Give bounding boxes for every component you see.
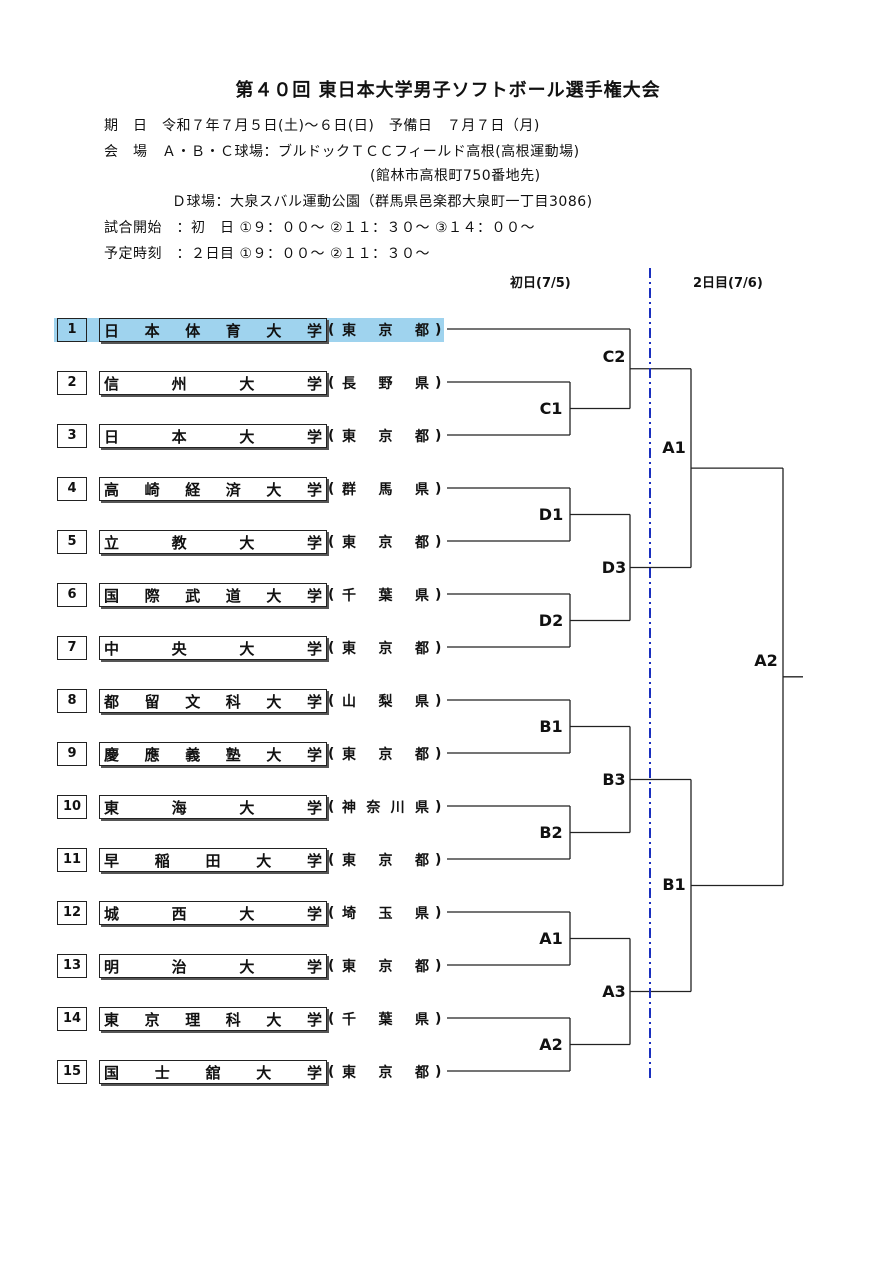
team-name: 立教大学: [99, 530, 327, 554]
team-prefecture: (山梨県): [328, 693, 442, 710]
team-number: 4: [57, 477, 87, 501]
team-name: 高崎経済大学: [99, 477, 327, 501]
team-name: 早稲田大学: [99, 848, 327, 872]
team-name: 城西大学: [99, 901, 327, 925]
team-prefecture: (東京都): [328, 958, 442, 975]
info-venue: 会 場 Ａ・Ｂ・Ｃ球場：ブルドックＴＣＣフィールド高根(高根運動場): [104, 144, 580, 160]
team-name: 東海大学: [99, 795, 327, 819]
team-prefecture: (埼玉県): [328, 905, 442, 922]
team-number: 14: [57, 1007, 87, 1031]
team-prefecture: (東京都): [328, 640, 442, 657]
team-prefecture: (東京都): [328, 746, 442, 763]
team-name: 中央大学: [99, 636, 327, 660]
match-label-d2: D2: [538, 611, 564, 630]
team-prefecture: (東京都): [328, 534, 442, 551]
team-name: 東京理科大学: [99, 1007, 327, 1031]
match-label-c2: C2: [602, 347, 626, 366]
team-name: 国際武道大学: [99, 583, 327, 607]
team-name: 信州大学: [99, 371, 327, 395]
team-prefecture: (東京都): [328, 428, 442, 445]
info-venue-address: (館林市高根町750番地先): [370, 168, 541, 184]
team-name: 明治大学: [99, 954, 327, 978]
team-prefecture: (長野県): [328, 375, 442, 392]
match-label-r2-a1: A1: [662, 438, 686, 457]
team-number: 8: [57, 689, 87, 713]
match-label-r2-b1: B1: [662, 875, 686, 894]
team-name: 日本大学: [99, 424, 327, 448]
team-name: 国士舘大学: [99, 1060, 327, 1084]
team-number: 15: [57, 1060, 87, 1084]
match-label-b1: B1: [539, 717, 563, 736]
match-label-b3: B3: [602, 770, 626, 789]
team-number: 6: [57, 583, 87, 607]
team-highlight: [54, 318, 444, 342]
team-prefecture: (東京都): [328, 322, 442, 339]
match-label-d3: D3: [601, 558, 627, 577]
team-number: 5: [57, 530, 87, 554]
team-number: 7: [57, 636, 87, 660]
team-number: 3: [57, 424, 87, 448]
team-prefecture: (群馬県): [328, 481, 442, 498]
team-number: 12: [57, 901, 87, 925]
team-prefecture: (東京都): [328, 1064, 442, 1081]
team-prefecture: (神奈川県): [328, 799, 442, 816]
match-label-a2: A2: [539, 1035, 563, 1054]
match-label-d1: D1: [538, 505, 564, 524]
team-prefecture: (千葉県): [328, 587, 442, 604]
match-label-a1: A1: [539, 929, 563, 948]
team-number: 2: [57, 371, 87, 395]
team-number: 1: [57, 318, 87, 342]
info-venue-d: Ｄ球場：大泉スバル運動公園（群馬県邑楽郡大泉町一丁目3086): [172, 194, 593, 210]
info-date: 期 日 令和７年７月５日(土)～６日(日) 予備日 ７月７日（月): [104, 118, 540, 134]
team-name: 日本体育大学: [99, 318, 327, 342]
day2-label: 2日目(7/6): [693, 276, 763, 291]
match-label-final-a2: A2: [754, 651, 778, 670]
team-number: 10: [57, 795, 87, 819]
match-label-b2: B2: [539, 823, 563, 842]
team-number: 9: [57, 742, 87, 766]
info-start-time: 試合開始 ：初 日 ①９：００～ ②１１：３０～ ③１４：００～: [104, 220, 536, 236]
team-name: 慶應義塾大学: [99, 742, 327, 766]
match-label-a3: A3: [602, 982, 626, 1001]
team-name: 都留文科大学: [99, 689, 327, 713]
match-label-c1: C1: [539, 399, 563, 418]
team-prefecture: (東京都): [328, 852, 442, 869]
team-prefecture: (千葉県): [328, 1011, 442, 1028]
team-number: 13: [57, 954, 87, 978]
info-schedule: 予定時刻 ：２日目 ①９：００～ ②１１：３０～: [104, 246, 431, 262]
day1-label: 初日(7/5): [510, 276, 571, 291]
page-title: 第４０回 東日本大学男子ソフトボール選手権大会: [235, 80, 661, 101]
team-number: 11: [57, 848, 87, 872]
